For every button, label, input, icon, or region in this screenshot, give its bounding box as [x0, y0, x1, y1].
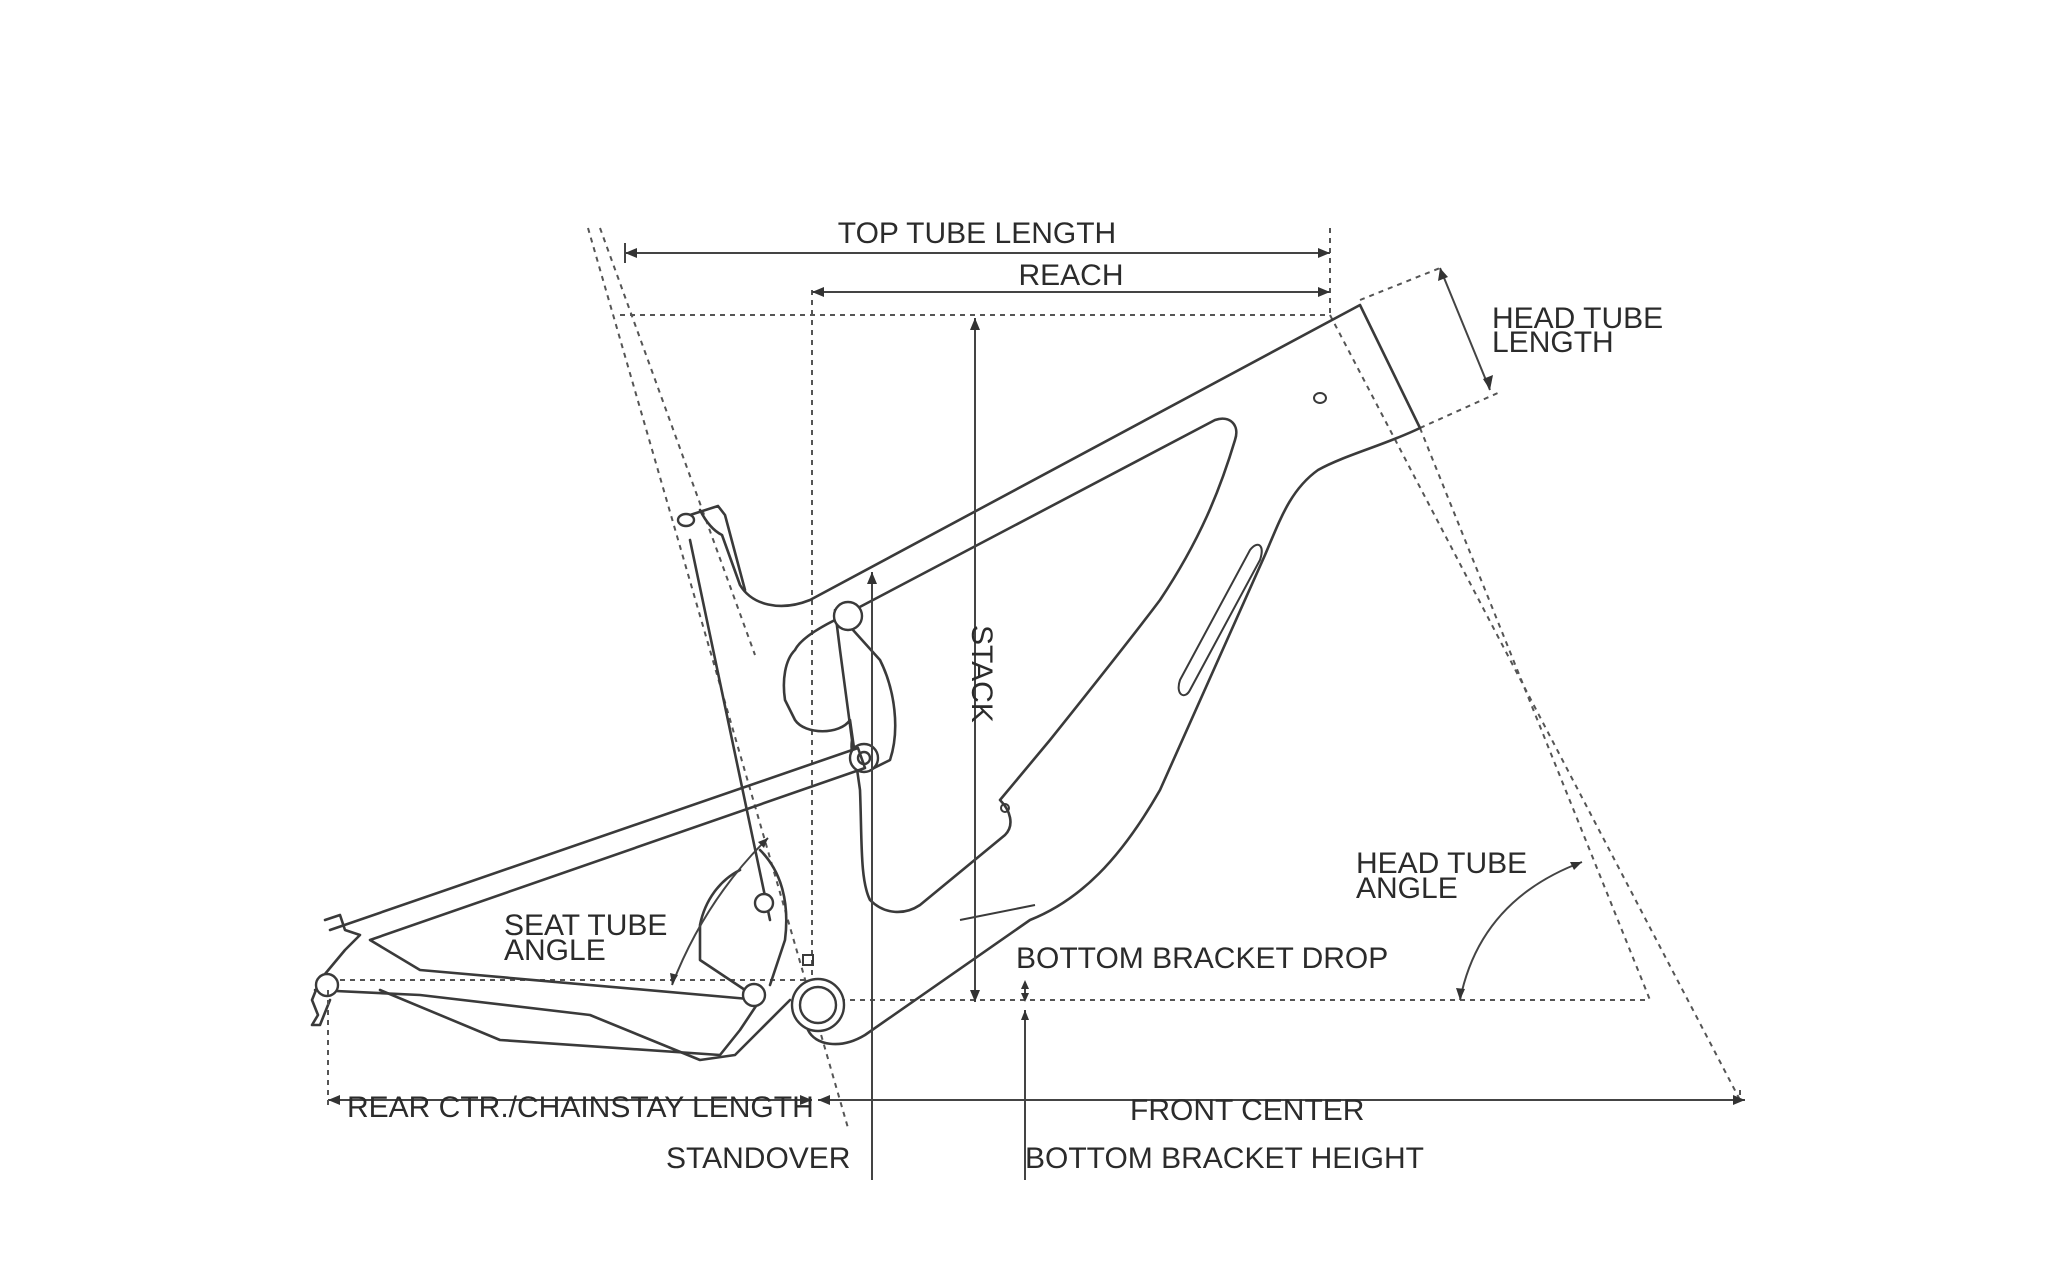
ht-length-arrow-bottom: [1483, 375, 1493, 390]
sta-arrow-top: [758, 838, 768, 848]
label-head-tube-angle-1: HEAD TUBE: [1356, 847, 1527, 880]
bb-height-arrow: [1021, 1010, 1029, 1020]
rear-axle: [314, 972, 340, 998]
down-tube-edge: [959, 904, 1036, 921]
bb-drop-arrow-top: [1021, 980, 1029, 989]
lower-link: [698, 848, 788, 992]
label-stack: STACK: [965, 625, 998, 723]
hta-arrow-bottom: [1456, 988, 1465, 1000]
label-top-tube-length: TOP TUBE LENGTH: [838, 217, 1116, 250]
head-tube-bolt: [1313, 392, 1327, 404]
rocker-link: [833, 608, 897, 772]
bottom-bracket-inner: [798, 985, 838, 1025]
standover-arrow: [867, 572, 877, 584]
seat-tube-angle-arc: [671, 837, 769, 986]
front-triangle-outer: [698, 303, 1422, 1046]
sta-arrow-bottom: [670, 973, 678, 985]
seat-tube: [678, 504, 772, 922]
label-rear-center: REAR CTR./CHAINSTAY LENGTH: [347, 1091, 814, 1124]
ht-ext-bottom: [1419, 391, 1501, 429]
label-seat-tube-angle-2: ANGLE: [504, 934, 606, 967]
label-standover: STANDOVER: [666, 1142, 850, 1175]
construction-lines: [320, 227, 1741, 1129]
head-tube-axis-line: [1329, 314, 1741, 1101]
chain-stay: [313, 988, 792, 1062]
seat-tube-axis-line: [587, 227, 849, 1129]
rear-center-arrow-right: [800, 1095, 812, 1105]
label-front-center: FRONT CENTER: [1130, 1094, 1364, 1127]
label-head-tube-angle-2: ANGLE: [1356, 872, 1458, 905]
label-bottom-bracket-drop: BOTTOM BRACKET DROP: [1016, 942, 1388, 975]
front-center-arrow-right: [1733, 1095, 1745, 1105]
top-tube-arrow-right: [1318, 248, 1330, 258]
ht-length-arrow-top: [1438, 268, 1448, 281]
reach-arrow-left: [812, 287, 824, 297]
bb-drop-arrow-bottom: [1021, 993, 1029, 1002]
down-tube-guard: [1177, 543, 1263, 697]
front-center-arrow-left: [818, 1095, 830, 1105]
head-tube-length-line: [1439, 267, 1491, 391]
reach-arrow-right: [1318, 287, 1330, 297]
head-tube-angle-arc: [1459, 861, 1583, 1001]
ht-ext-top: [1359, 267, 1441, 301]
lower-pivot: [741, 982, 767, 1008]
label-head-tube-length-1: HEAD TUBE: [1492, 302, 1663, 335]
head-tube-axis-inner: [1419, 427, 1651, 1001]
hta-arrow-top: [1570, 862, 1582, 870]
frame-bolt: [1000, 803, 1010, 813]
bike-frame: [310, 303, 1422, 1062]
rear-dropout: [310, 913, 362, 1027]
upper-pivot: [832, 600, 864, 632]
top-tube-arrow-left: [625, 248, 637, 258]
lower-pivot-upper: [753, 892, 775, 914]
stack-arrow-bottom: [970, 990, 980, 1002]
seat-stay: [328, 746, 867, 1057]
seat-tube-axis-upper: [599, 227, 756, 656]
label-head-tube-length-2: LENGTH: [1492, 326, 1614, 359]
dimension-lines: [327, 243, 1745, 1180]
label-bottom-bracket-height: BOTTOM BRACKET HEIGHT: [1025, 1142, 1424, 1175]
stack-arrow-top: [970, 318, 980, 330]
seat-collar: [676, 512, 696, 528]
label-seat-tube-angle-1: SEAT TUBE: [504, 909, 667, 942]
label-reach: REACH: [1018, 259, 1123, 292]
front-triangle-inner: [782, 417, 1238, 914]
labels: TOP TUBE LENGTH REACH HEAD TUBE LENGTH S…: [347, 217, 1663, 1175]
rear-center-arrow-left: [328, 1095, 340, 1105]
small-bolt: [802, 954, 814, 966]
